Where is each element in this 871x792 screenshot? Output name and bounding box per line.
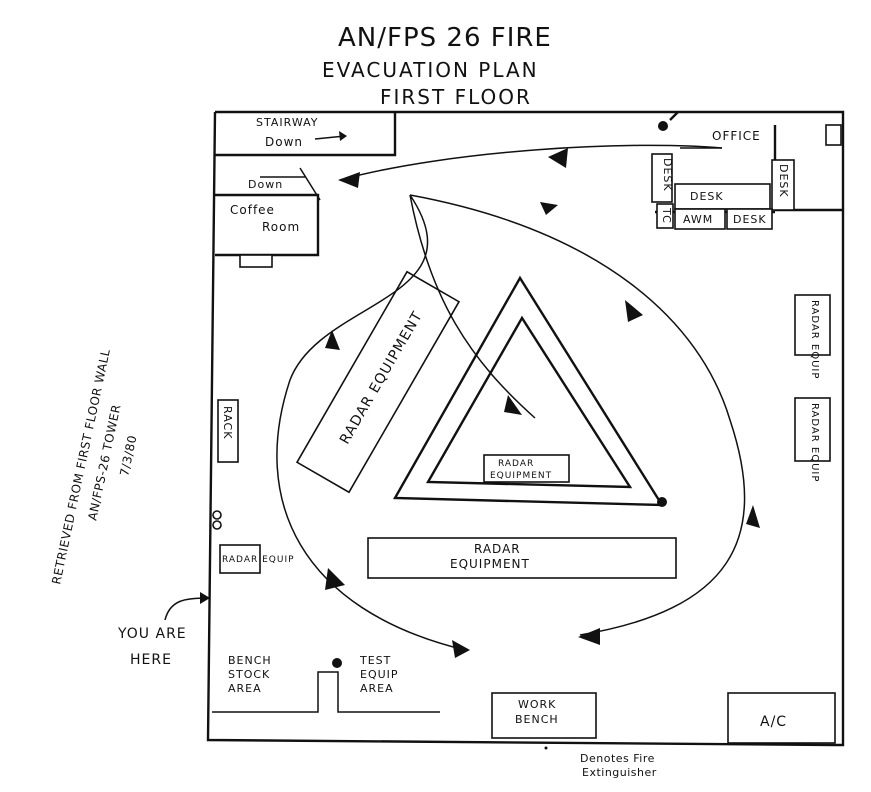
evac-arrow-left-2 bbox=[325, 568, 345, 590]
desk-lower bbox=[726, 208, 773, 230]
title-line-3: FIRST FLOOR bbox=[380, 85, 532, 109]
evac-path-triangle bbox=[409, 194, 536, 419]
tc-box bbox=[656, 203, 674, 229]
margin-note-line-3: 7/3/80 bbox=[117, 434, 139, 478]
desk-right-label: DESK bbox=[777, 164, 790, 198]
radar-equip-right-2-label: RADAR EQUIP bbox=[809, 403, 820, 482]
rack-circle-1 bbox=[212, 510, 222, 520]
awm-label: AWM bbox=[683, 213, 713, 226]
work-bench bbox=[491, 692, 597, 739]
rack-box bbox=[217, 399, 239, 463]
you-are-here-arrowhead bbox=[200, 592, 210, 604]
extinguisher-test bbox=[332, 658, 342, 668]
evac-arrow-right-1 bbox=[625, 300, 643, 322]
title-line-2: EVACUATION PLAN bbox=[322, 58, 539, 82]
desk-mid bbox=[674, 183, 771, 210]
radar-equipment-bottom bbox=[367, 537, 677, 579]
radar-equipment-diagonal-box bbox=[295, 270, 461, 494]
triangle-outer bbox=[392, 275, 665, 507]
you-are-here-line-2: HERE bbox=[130, 652, 172, 668]
you-are-here-line-1: YOU ARE bbox=[117, 626, 187, 642]
stairway-down-label: Down bbox=[265, 135, 303, 149]
bench-stock-line bbox=[212, 671, 440, 713]
title-line-1: AN/FPS 26 FIRE bbox=[338, 23, 552, 53]
desk-lower-label: DESK bbox=[733, 213, 767, 226]
bench-stock-label-2: STOCK bbox=[228, 668, 270, 681]
legend-extinguisher-dot bbox=[544, 746, 548, 750]
radar-equipment-center-label-1: RADAR bbox=[498, 459, 534, 469]
radar-equipment-center-label-2: EQUIPMENT bbox=[490, 471, 552, 481]
rack-label: RACK bbox=[221, 406, 234, 439]
triangle-inner bbox=[425, 315, 633, 489]
evac-path-left-loop bbox=[276, 194, 466, 651]
evac-arrow-exit bbox=[338, 172, 360, 188]
evac-arrow-right-3 bbox=[578, 628, 600, 645]
bench-stock-label-3: AREA bbox=[228, 682, 262, 695]
tc-label: TC bbox=[660, 207, 673, 224]
ac-box bbox=[727, 692, 836, 744]
stairway-label: STAIRWAY bbox=[256, 116, 318, 129]
radar-equipment-diagonal: RADAR EQUIPMENT bbox=[295, 270, 461, 494]
desk-left-label: DESK bbox=[661, 158, 674, 192]
work-bench-label-2: BENCH bbox=[515, 713, 559, 726]
radar-equip-left-label: RADAR EQUIP bbox=[222, 555, 295, 565]
evac-arrow-office bbox=[548, 148, 568, 168]
radar-equip-left bbox=[219, 544, 261, 574]
evac-arrow-right-2 bbox=[746, 505, 760, 528]
evac-arrow-triangle bbox=[504, 395, 522, 415]
radar-equip-right-2 bbox=[794, 397, 831, 462]
office-corner-box bbox=[825, 124, 842, 146]
radar-equipment-bottom-label-2: EQUIPMENT bbox=[450, 557, 530, 571]
radar-equip-right-1-label: RADAR EQUIP bbox=[809, 300, 820, 379]
outer-wall bbox=[206, 110, 845, 747]
margin-note: RETRIEVED FROM FIRST FLOOR WALL AN/FPS-2… bbox=[49, 348, 139, 586]
awm-box bbox=[674, 208, 726, 230]
work-bench-label-1: WORK bbox=[518, 698, 556, 711]
evac-arrow-left-3 bbox=[452, 640, 470, 658]
test-equip-label-2: EQUIP bbox=[360, 668, 399, 681]
desk-left bbox=[651, 153, 673, 203]
desk-mid-label: DESK bbox=[690, 190, 724, 203]
stairway-down-arrowhead bbox=[339, 131, 347, 141]
evac-arrow-left-1 bbox=[325, 330, 340, 350]
rack-circle-2 bbox=[212, 520, 222, 530]
coffee-room-label-1: Coffee bbox=[230, 203, 275, 217]
test-equip-label-3: AREA bbox=[360, 682, 394, 695]
legend-line-2: Extinguisher bbox=[582, 766, 657, 779]
office-label: OFFICE bbox=[712, 129, 761, 143]
evac-path-office bbox=[339, 144, 723, 181]
evac-arrow-top bbox=[540, 202, 558, 215]
stairway-wall bbox=[215, 112, 397, 157]
test-equip-label-1: TEST bbox=[359, 654, 391, 667]
coffee-room-label-2: Room bbox=[262, 220, 300, 234]
coffee-room-door bbox=[239, 254, 273, 268]
bench-stock-label-1: BENCH bbox=[228, 654, 272, 667]
radar-equip-right-1 bbox=[794, 294, 831, 356]
radar-equipment-bottom-label-1: RADAR bbox=[474, 542, 521, 556]
radar-equipment-center bbox=[483, 454, 570, 483]
evac-path-right-loop bbox=[409, 194, 746, 636]
ac-label: A/C bbox=[760, 714, 787, 730]
down-2-label: Down bbox=[248, 178, 283, 191]
extinguisher-office bbox=[658, 121, 668, 131]
extinguisher-triangle bbox=[657, 497, 667, 507]
desk-right bbox=[771, 159, 795, 211]
legend-line-1: Denotes Fire bbox=[580, 752, 655, 765]
